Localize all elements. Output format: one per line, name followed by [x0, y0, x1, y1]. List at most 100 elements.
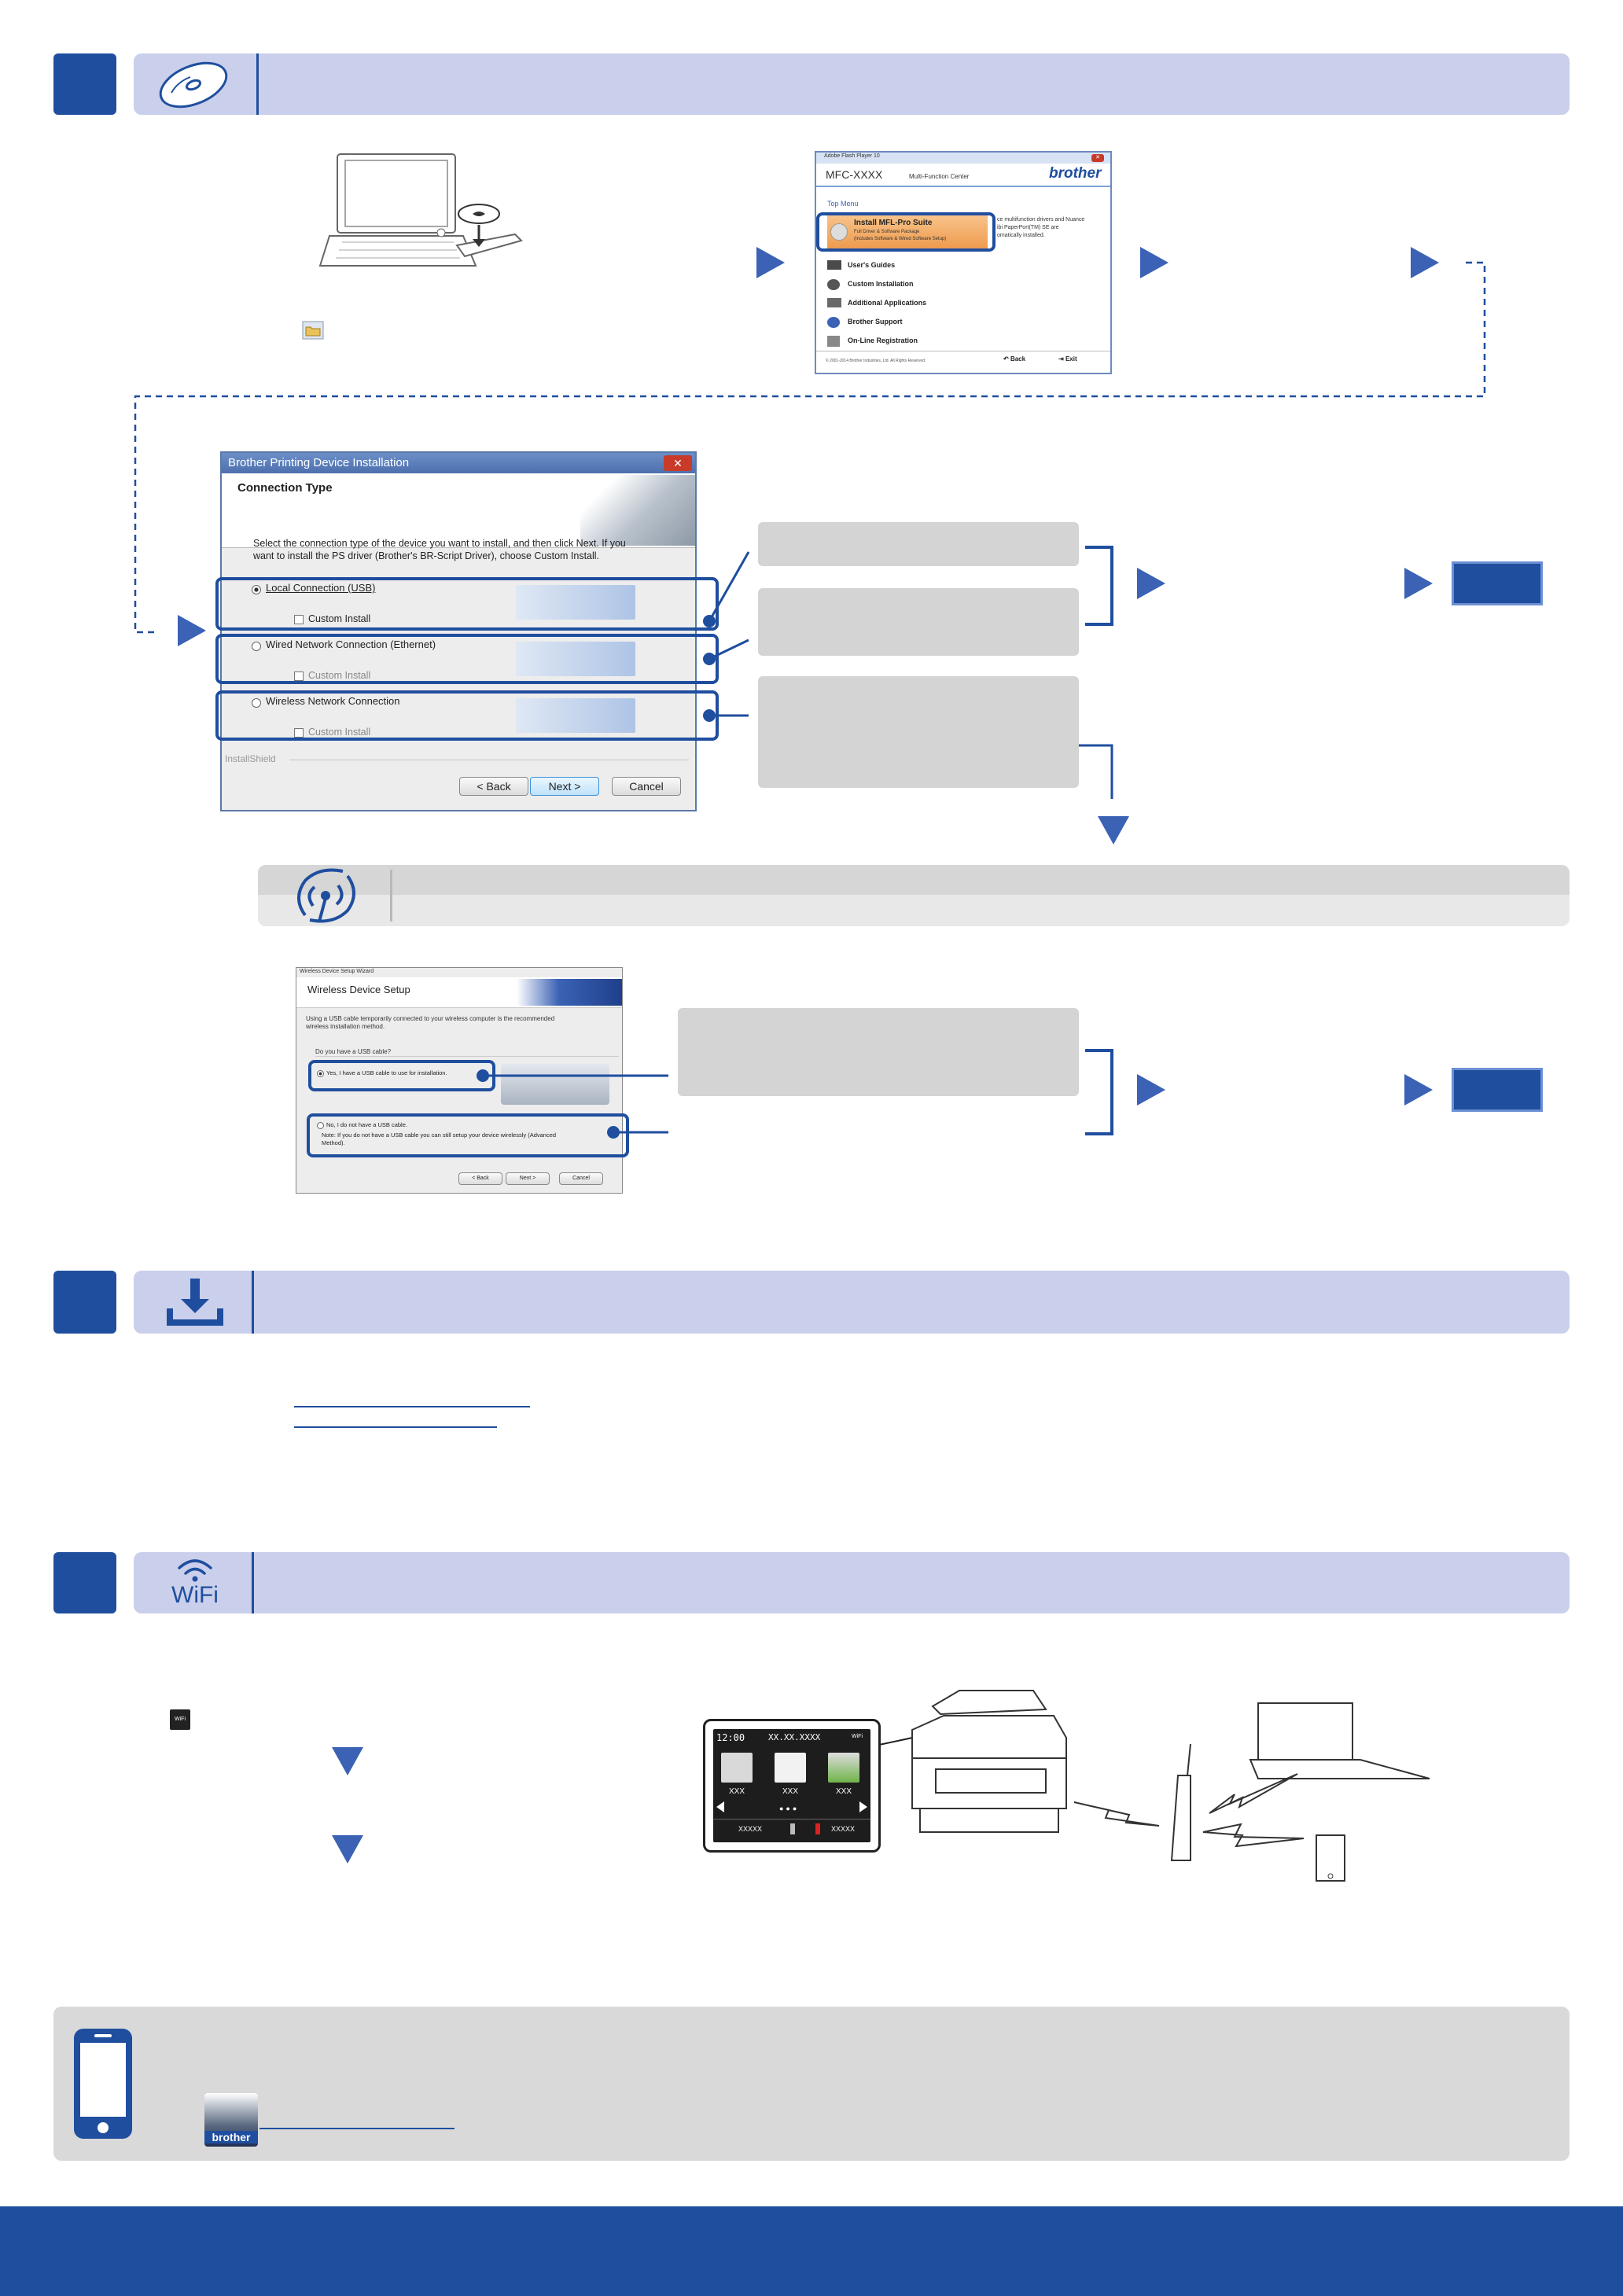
usb-custom-label: Custom Install — [308, 613, 371, 624]
lcd-label-2: XXX — [782, 1787, 799, 1796]
section-3-header-bar — [134, 1552, 1570, 1613]
wizard-back-button[interactable]: < Back — [458, 1172, 502, 1185]
ink-icon — [815, 1823, 820, 1834]
dialog-close-button[interactable]: ✕ — [664, 455, 692, 471]
lcd-bottom-right: XXXXX — [831, 1825, 856, 1833]
installshield-label: InstallShield — [225, 753, 276, 764]
install-disc-icon — [830, 223, 848, 241]
no-usb-label[interactable]: No, I do not have a USB cable. — [326, 1121, 407, 1128]
menu-back-button[interactable]: ↶ Back — [1003, 355, 1026, 362]
yes-usb-label[interactable]: Yes, I have a USB cable to use for insta… — [326, 1069, 447, 1076]
lcd-label-3: XXX — [836, 1787, 852, 1796]
usb-connection-image — [516, 585, 635, 620]
menu-item[interactable]: On-Line Registration — [827, 333, 992, 352]
section-3-number-badge — [53, 1552, 116, 1613]
registration-icon — [827, 336, 840, 347]
dialog-heading: Connection Type — [237, 481, 333, 495]
download-link-1[interactable] — [294, 1406, 530, 1407]
lcd-page-dots: ●●● — [779, 1805, 800, 1812]
fax-icon[interactable] — [721, 1753, 753, 1783]
install-sub2: (Includes Software & Wired Software Setu… — [854, 237, 947, 241]
install-highlight — [816, 212, 996, 252]
install-title: Install MFL-Pro Suite — [854, 219, 933, 227]
menu-close-button[interactable]: ✕ — [1091, 154, 1104, 162]
no-usb-note-1: Note: If you do not have a USB cable you… — [322, 1131, 557, 1139]
wired-custom-checkbox[interactable] — [294, 672, 304, 681]
footer-bar — [0, 2206, 1623, 2296]
wireless-custom-checkbox[interactable] — [294, 728, 304, 738]
lcd-left-arrow-icon[interactable] — [716, 1801, 724, 1812]
wizard-question: Do you have a USB cable? — [315, 1048, 392, 1055]
menu-exit-button[interactable]: ⇥ Exit — [1058, 355, 1077, 362]
lcd-label-1: XXX — [729, 1787, 745, 1796]
dialog-cancel-button[interactable]: Cancel — [612, 777, 681, 796]
wireless-radio[interactable] — [252, 698, 261, 708]
connection-bracket — [1085, 546, 1113, 626]
menu-desc-1: ce multifunction drivers and Nuance — [997, 217, 1085, 223]
brother-logo: brother — [1049, 165, 1102, 182]
install-mfl-pro-suite-item[interactable]: Install MFL-Pro Suite Full Driver & Soft… — [827, 215, 988, 248]
menu-item[interactable]: Custom Installation — [827, 277, 992, 296]
arrow-down-2 — [332, 1747, 363, 1775]
arrow-right-2 — [1140, 247, 1168, 278]
wizard-intro-2: wireless installation method. — [306, 1023, 385, 1030]
dialog-decoration — [580, 475, 695, 546]
wired-option-label[interactable]: Wired Network Connection (Ethernet) — [266, 638, 436, 650]
lcd-date: XX.XX.XXXX — [768, 1732, 821, 1742]
section-2-divider — [252, 1271, 254, 1334]
wizard-titlebar: Wireless Device Setup Wizard — [300, 969, 374, 974]
toner-icon — [790, 1823, 795, 1834]
lcd-wifi: WiFi — [852, 1734, 863, 1739]
section-1-divider — [256, 53, 259, 115]
support-icon — [827, 317, 840, 328]
copy-icon[interactable] — [775, 1753, 806, 1783]
menu-item[interactable]: User's Guides — [827, 258, 992, 277]
no-usb-radio[interactable] — [317, 1122, 324, 1129]
wireless-setup-bar — [258, 865, 1570, 926]
finish-box-2 — [1452, 1068, 1543, 1112]
wizard-heading: Wireless Device Setup — [307, 984, 410, 995]
wireless-option-label[interactable]: Wireless Network Connection — [266, 695, 400, 707]
wired-radio[interactable] — [252, 642, 261, 651]
download-icon — [162, 1274, 228, 1330]
menu-model: MFC-XXXX — [826, 168, 883, 181]
wired-option-highlight — [215, 634, 719, 684]
lcd-right-arrow-icon[interactable] — [859, 1801, 867, 1812]
arrow-right-6 — [1404, 568, 1433, 599]
app-download-link[interactable] — [259, 2128, 455, 2129]
dialog-back-button[interactable]: < Back — [459, 777, 528, 796]
arrow-right-5 — [1137, 568, 1165, 599]
menu-item[interactable]: Brother Support — [827, 315, 992, 333]
brother-app-icon[interactable]: brother — [204, 2093, 258, 2147]
wired-info-panel — [758, 588, 1079, 656]
arrow-right-7 — [1137, 1074, 1165, 1106]
scan-icon[interactable] — [828, 1753, 859, 1783]
download-link-2[interactable] — [294, 1426, 497, 1428]
wireless-option-highlight — [215, 690, 719, 741]
menu-desc-3: omatically installed. — [997, 233, 1045, 238]
arrow-down-3 — [332, 1835, 363, 1864]
section-1-header-bar — [134, 53, 1570, 115]
usb-option-highlight — [215, 577, 719, 631]
dialog-next-button[interactable]: Next > — [530, 777, 599, 796]
menu-item[interactable]: Additional Applications — [827, 296, 992, 315]
wifi-icon: WiFi — [162, 1555, 228, 1610]
lcd-touchscreen: 12:00 XX.XX.XXXX WiFi XXX XXX XXX ●●● XX… — [703, 1719, 881, 1853]
wireless-info-panel — [758, 676, 1079, 788]
mobile-panel — [53, 2007, 1570, 2161]
usb-radio[interactable] — [252, 585, 261, 594]
section-3-divider — [252, 1552, 254, 1613]
finish-box-1 — [1452, 561, 1543, 605]
install-sub1: Full Driver & Software Package — [854, 230, 920, 234]
no-usb-highlight — [307, 1113, 629, 1157]
usb-option-label[interactable]: Local Connection (USB) — [266, 582, 376, 594]
wizard-header-graphic — [517, 979, 622, 1006]
applications-icon — [827, 298, 841, 307]
lcd-bottom-left: XXXXX — [738, 1825, 763, 1833]
menu-desc-2: ibi PaperPort(TM) SE are — [997, 225, 1059, 230]
wizard-next-button[interactable]: Next > — [506, 1172, 550, 1185]
usb-custom-checkbox[interactable] — [294, 615, 304, 624]
wizard-cancel-button[interactable]: Cancel — [559, 1172, 603, 1185]
wireless-usb-info-panel — [678, 1008, 1079, 1096]
yes-usb-radio[interactable] — [317, 1070, 324, 1077]
